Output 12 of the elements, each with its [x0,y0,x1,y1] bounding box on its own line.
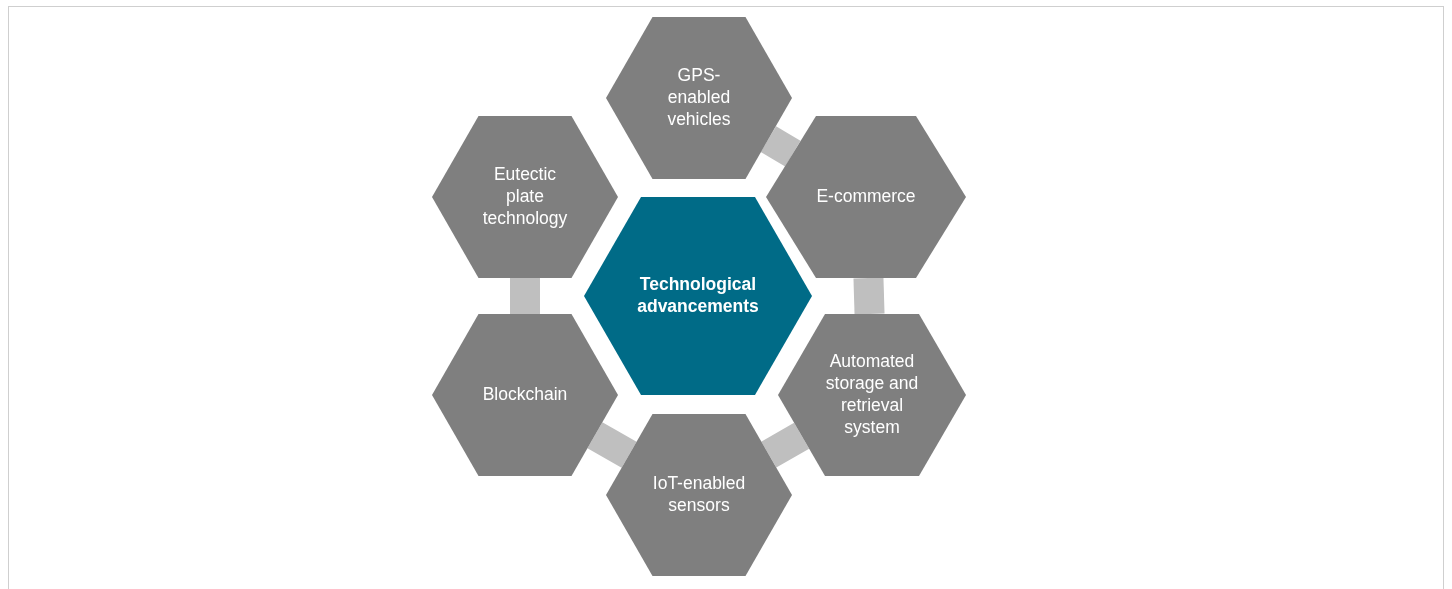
node-label: E-commerce [816,186,916,208]
node-label: Blockchain [482,384,568,406]
node-label: Automated storage and retrieval system [824,351,920,439]
connector-band [853,277,885,315]
connector-band [587,422,637,468]
connector-band [760,126,801,167]
connector-band [510,278,540,314]
node-label: Technological advancements [636,274,760,318]
node-label: GPS-enabled vehicles [666,65,732,131]
node-label: Eutectic plate technology [481,164,569,230]
node-label: IoT-enabled sensors [651,473,747,517]
connector-band [761,422,810,468]
